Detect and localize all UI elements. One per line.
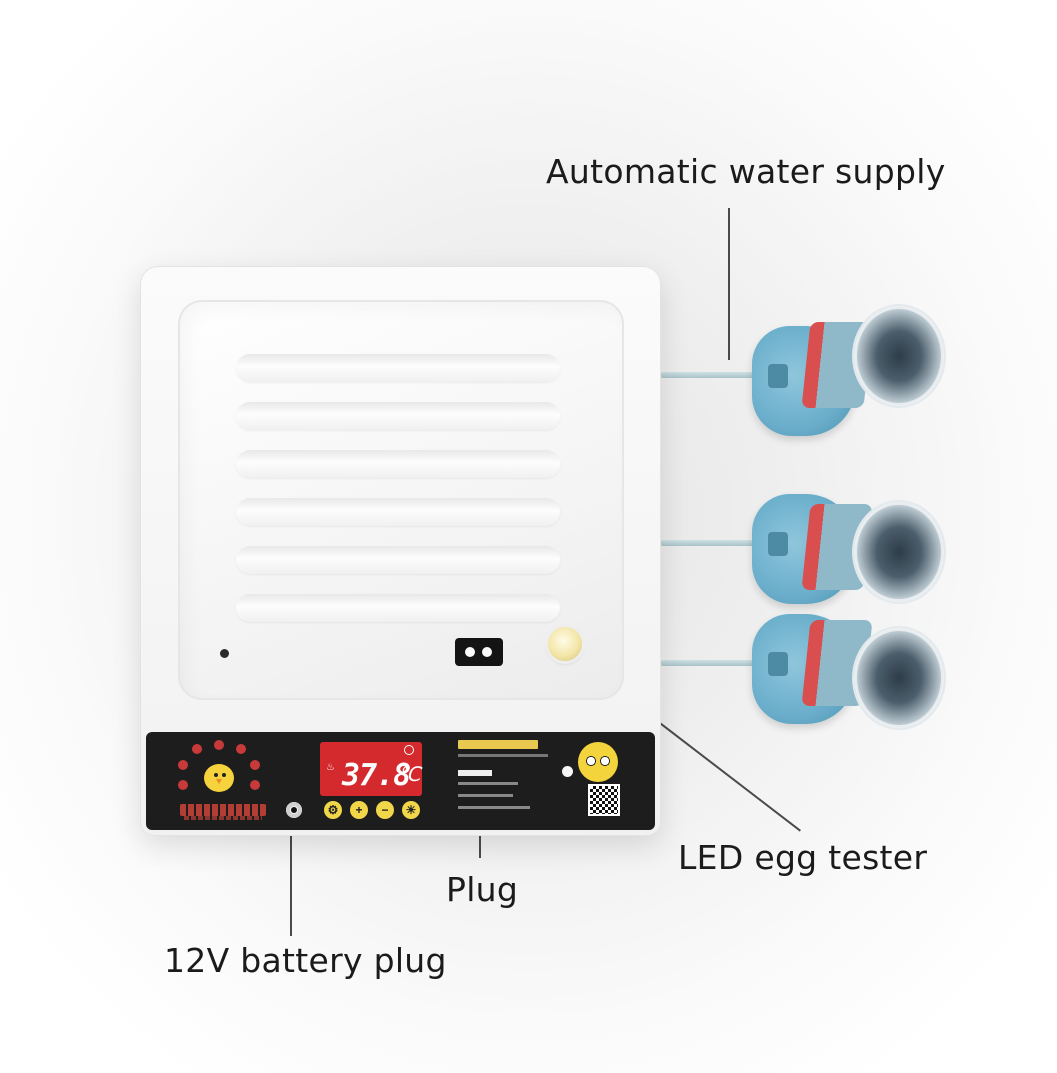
decrease-button[interactable]: −	[376, 801, 394, 819]
settings-button[interactable]: ⚙	[324, 801, 342, 819]
spec-line	[458, 806, 530, 809]
temperature-unit: ℃	[398, 764, 421, 786]
plug-label: Plug	[446, 870, 519, 909]
spec-line	[458, 754, 548, 757]
water-supply-label: Automatic water supply	[546, 152, 946, 191]
fan-icon	[404, 745, 414, 755]
water-supply-leader	[728, 208, 730, 360]
vent-slot	[236, 594, 560, 622]
incubator-lid	[178, 300, 624, 700]
led-egg-tester-label: LED egg tester	[678, 838, 928, 877]
spec-line	[458, 782, 518, 785]
water-tube-1	[660, 372, 768, 378]
temperature-value: 37.8	[342, 758, 411, 793]
increase-button[interactable]: +	[350, 801, 368, 819]
water-tube-3	[660, 660, 768, 666]
mascot-chick	[578, 742, 618, 782]
chick-logo	[174, 738, 266, 822]
control-panel: ♨ 37.8 ℃ ⚙ + − ☀	[146, 732, 655, 830]
battery-plug-label: 12V battery plug	[164, 941, 447, 980]
spec-line	[458, 794, 513, 797]
panel-indicator-light	[562, 766, 573, 777]
control-buttons: ⚙ + − ☀	[324, 801, 424, 821]
vent-slot	[236, 402, 560, 430]
light-button[interactable]: ☀	[402, 801, 420, 819]
product-title-bar	[458, 740, 538, 749]
vent-slot	[236, 546, 560, 574]
heat-icon: ♨	[326, 762, 335, 773]
temperature-display: ♨ 37.8 ℃	[320, 742, 422, 796]
led-egg-tester-button[interactable]	[548, 627, 582, 661]
vent-slot	[236, 354, 560, 382]
water-tube-2	[660, 540, 768, 546]
qr-code	[588, 784, 620, 816]
battery-jack[interactable]	[286, 802, 302, 818]
lid-pin-hole	[220, 649, 229, 658]
vent-slot	[236, 450, 560, 478]
spec-title-bar	[458, 770, 492, 776]
vent-slot	[236, 498, 560, 526]
battery-plug-leader	[290, 822, 292, 936]
incubator-body: ♨ 37.8 ℃ ⚙ + − ☀	[140, 266, 661, 836]
power-plug-socket[interactable]	[455, 638, 503, 666]
